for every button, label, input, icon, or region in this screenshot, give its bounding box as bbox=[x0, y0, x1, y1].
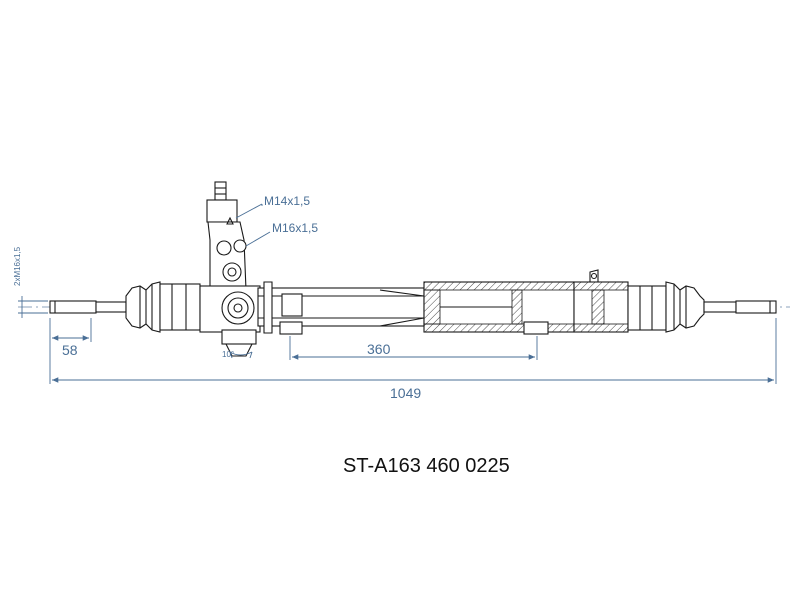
thread-upper-label: M14x1,5 bbox=[264, 194, 310, 208]
right-bellows-boot bbox=[627, 281, 705, 333]
dimension-1049-label: 1049 bbox=[390, 385, 421, 401]
rack-housing-tube bbox=[257, 281, 425, 335]
thread-lower-label: M16x1,5 bbox=[272, 221, 318, 235]
left-bellows-boot bbox=[125, 281, 201, 333]
dimension-360-label: 360 bbox=[367, 341, 391, 357]
right-tie-rod bbox=[703, 300, 777, 314]
thread-upper-leader bbox=[235, 203, 263, 219]
power-cylinder bbox=[423, 269, 629, 335]
part-number: ST-A163 460 0225 bbox=[343, 455, 510, 477]
thread-lower-leader bbox=[245, 231, 271, 247]
dimension-58-label: 58 bbox=[62, 342, 78, 358]
left-tie-rod bbox=[49, 300, 127, 314]
tie-rod-thread-label: 2xM16x1,5 bbox=[13, 246, 22, 286]
angle-label: 10° bbox=[222, 350, 234, 359]
pinion-valve-housing bbox=[199, 181, 261, 357]
